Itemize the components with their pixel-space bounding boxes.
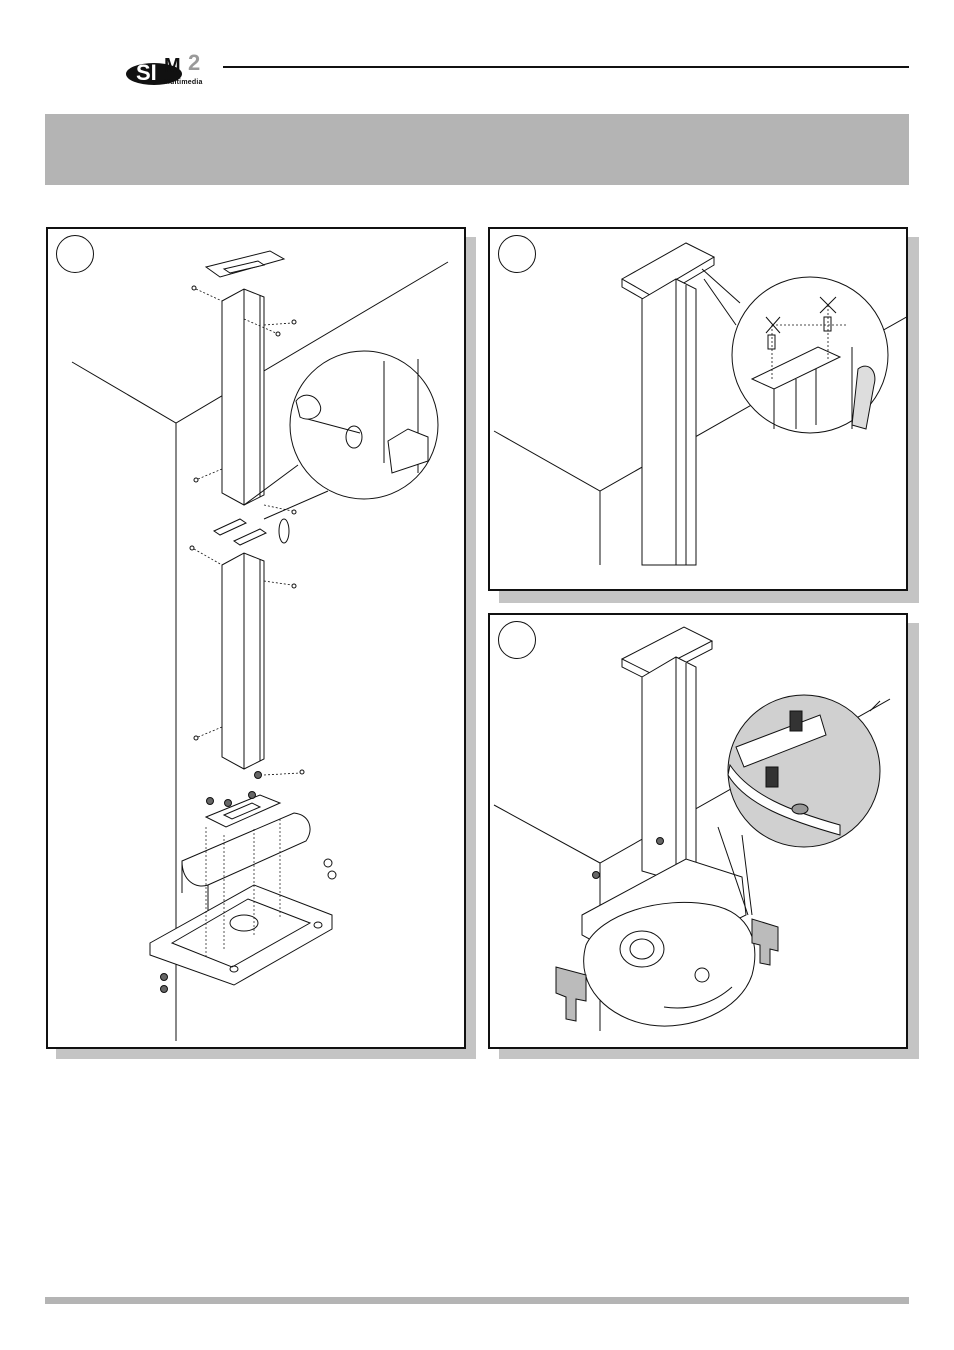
title-band bbox=[45, 114, 909, 185]
logo-subtitle: Multimedia bbox=[164, 79, 203, 86]
svg-text:SI: SI bbox=[136, 60, 157, 85]
step-number-circle bbox=[498, 621, 536, 659]
projector-hanging-illustration bbox=[493, 626, 891, 1031]
footer-rule bbox=[45, 1297, 909, 1304]
panel-assembly bbox=[46, 227, 476, 1059]
header-rule bbox=[223, 66, 909, 68]
sim2-logo: SI M 2 Multimedia bbox=[124, 50, 224, 92]
ceiling-fixing-illustration bbox=[493, 242, 906, 566]
svg-text:M: M bbox=[164, 55, 181, 77]
step-number-circle bbox=[56, 235, 94, 273]
panel-projector-hanging bbox=[488, 613, 919, 1059]
svg-text:2: 2 bbox=[188, 50, 200, 75]
panel-projector-hanging-frame bbox=[488, 613, 908, 1049]
panel-ceiling-fixing-frame bbox=[488, 227, 908, 591]
step-number-circle bbox=[498, 235, 536, 273]
assembly-illustration bbox=[71, 250, 449, 1041]
panel-ceiling-fixing bbox=[488, 227, 919, 603]
panel-assembly-frame bbox=[46, 227, 466, 1049]
